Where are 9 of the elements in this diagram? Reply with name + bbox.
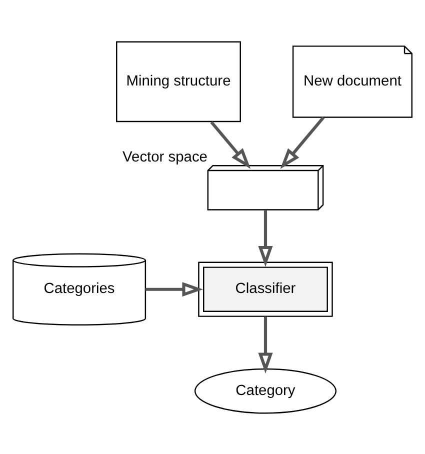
node-box: Mining structure — [116, 40, 241, 122]
arrow — [145, 282, 204, 296]
arrow — [258, 316, 273, 374]
node-box: Classifier — [198, 261, 333, 316]
node-label: Vector space — [122, 148, 208, 165]
node-ellipse: Category — [194, 368, 337, 414]
arrow — [258, 209, 273, 266]
arrow — [280, 116, 325, 168]
arrow — [210, 120, 251, 168]
